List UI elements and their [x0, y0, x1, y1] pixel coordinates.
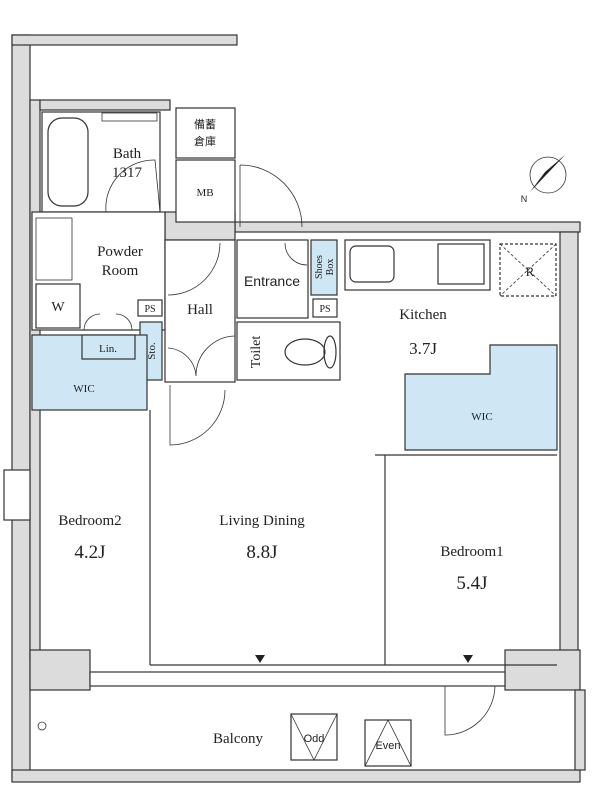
storage-jp-label-2: 倉庫	[194, 134, 216, 148]
linen-label: Lin.	[99, 343, 117, 355]
even-label: Even	[375, 740, 400, 752]
ps-label-1: PS	[144, 304, 155, 315]
powder-label-2: Room	[102, 263, 139, 279]
storage-jp-label-1: 備蓄	[194, 118, 216, 131]
shoes-label-1: Shoes	[314, 255, 325, 279]
wic-right	[404, 344, 558, 451]
wic-left-label: WIC	[73, 383, 94, 395]
toilet	[236, 321, 341, 381]
living-label: Living Dining	[219, 513, 305, 529]
kitchen-label: Kitchen	[399, 307, 447, 323]
stove-icon	[437, 243, 485, 285]
bath-size: 1317	[112, 165, 143, 181]
window-markers	[255, 655, 473, 663]
toilet-icon	[284, 338, 326, 366]
outer-walls	[11, 34, 586, 783]
ps-label-2: PS	[319, 304, 330, 315]
bathtub-icon	[47, 117, 89, 207]
storage-jp	[175, 107, 236, 159]
entry-door	[239, 164, 303, 228]
powder-label-1: Powder	[97, 244, 143, 260]
living-size: 8.8J	[246, 542, 277, 563]
bedroom2-label: Bedroom2	[58, 513, 121, 529]
storage-label: Sto.	[146, 342, 158, 360]
kitchen-size: 3.7J	[409, 339, 437, 358]
hall-label: Hall	[187, 302, 213, 318]
bedroom2-size: 4.2J	[74, 542, 105, 563]
bedroom1-label: Bedroom1	[440, 544, 503, 560]
sash-windows	[89, 671, 506, 687]
odd-label: Odd	[304, 733, 325, 745]
shoes-label-2: Box	[325, 259, 336, 276]
bedroom1-size: 5.4J	[456, 573, 487, 594]
bath	[41, 111, 161, 213]
balcony-label: Balcony	[213, 731, 263, 747]
mb-label: MB	[196, 187, 213, 199]
mb	[175, 159, 236, 223]
hatch-even: Even	[364, 719, 412, 767]
side-window	[3, 469, 31, 521]
compass-label: N	[521, 194, 528, 204]
fridge-label: R	[526, 264, 535, 279]
toilet-label: Toilet	[249, 336, 264, 369]
hatch-odd: Odd	[290, 713, 338, 761]
compass-icon: N	[521, 155, 567, 204]
washer	[35, 283, 81, 329]
sink-icon	[349, 245, 395, 283]
entrance-label: Entrance	[244, 273, 300, 289]
shoes-box	[310, 239, 338, 296]
washer-label: W	[51, 300, 65, 315]
bath-label: Bath	[113, 146, 142, 162]
wic-right-label: WIC	[471, 411, 492, 423]
entrance	[236, 239, 309, 319]
